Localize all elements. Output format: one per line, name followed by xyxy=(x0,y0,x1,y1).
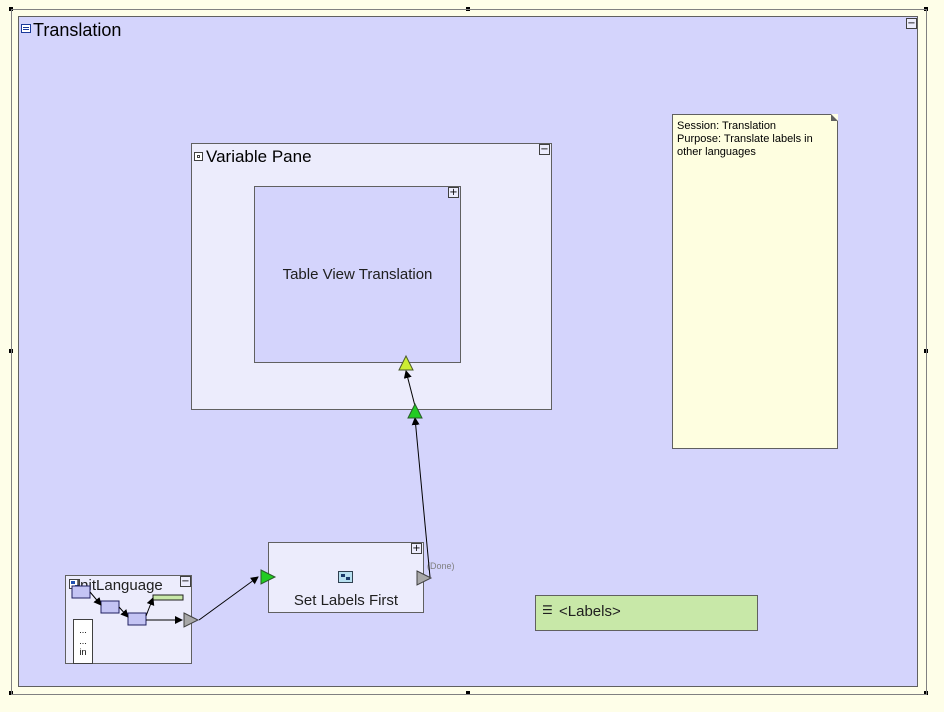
labels-node-label: <Labels> xyxy=(559,603,621,620)
table-view-input-port xyxy=(398,354,414,371)
variable-pane-title: Variable Pane xyxy=(206,147,312,166)
frame-icon xyxy=(21,24,31,33)
set-labels-done-port xyxy=(416,570,433,586)
doc-line-3: in xyxy=(79,647,87,657)
selection-outline xyxy=(11,9,927,695)
action-icon xyxy=(338,571,353,583)
note-purpose-line: Purpose: Translate labels in xyxy=(677,133,813,145)
table-view-translation[interactable]: + Table View Translation xyxy=(254,186,461,363)
connector-pane-to-table-view xyxy=(403,370,416,407)
doc-line-2: ... xyxy=(79,636,87,646)
note-fold-corner xyxy=(831,114,838,121)
collapse-button[interactable]: − xyxy=(906,18,917,29)
note-session-line: Session: Translation xyxy=(677,120,777,132)
connector-done-to-variable-pane xyxy=(411,417,431,578)
pane-icon xyxy=(194,152,203,161)
init-language-output-port xyxy=(183,612,200,628)
set-labels-label: Set Labels First xyxy=(293,592,399,609)
expand-button[interactable]: + xyxy=(411,543,422,554)
mini-link-3 xyxy=(145,597,155,617)
document-icon: ... ... in xyxy=(73,619,93,664)
set-labels-first-node[interactable]: + Set Labels First xyxy=(268,542,424,613)
session-note[interactable]: Session: Translation Purpose: Translate … xyxy=(672,114,838,449)
init-language-mini-flow xyxy=(71,585,184,626)
expand-button[interactable]: + xyxy=(448,187,459,198)
init-language-title: InitLanguage xyxy=(76,577,163,594)
table-view-label: Table View Translation xyxy=(282,266,433,283)
mini-link-2 xyxy=(118,606,129,618)
mini-step-2 xyxy=(100,600,120,614)
labels-node[interactable]: ☰ <Labels> xyxy=(535,595,758,631)
set-labels-input-port xyxy=(260,569,277,585)
doc-line-1: ... xyxy=(79,625,87,635)
variable-pane-input-port xyxy=(407,402,423,419)
resize-handle-bottom[interactable] xyxy=(466,691,470,695)
collapse-button[interactable]: − xyxy=(539,144,550,155)
connector-init-to-setlabels xyxy=(198,576,259,621)
mini-step-3 xyxy=(127,612,147,626)
list-icon: ☰ xyxy=(542,603,553,617)
mini-output-bar xyxy=(152,594,184,601)
note-purpose-line-2: other languages xyxy=(677,146,756,158)
done-port-label: (Done) xyxy=(427,561,455,571)
collapse-button[interactable]: − xyxy=(180,576,191,587)
frame-title: Translation xyxy=(33,20,122,40)
mini-link-1 xyxy=(89,591,102,606)
mini-step-1 xyxy=(71,585,91,599)
